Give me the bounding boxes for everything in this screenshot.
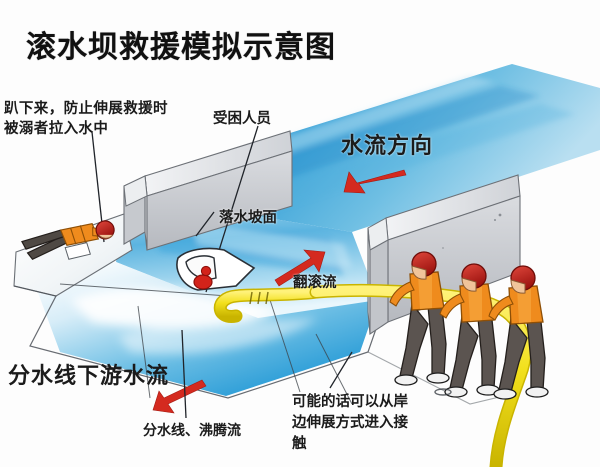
three-rescuers-icon [389,251,549,400]
annotation-roller-current: 翻滚流 [293,275,337,291]
annotation-left-note: 趴下来，防止伸展救援时被溺者拉入水中 [4,101,168,137]
rescuer-2 [439,263,500,398]
leader-boilline [181,329,187,419]
white-raft-with-victim-icon [176,247,256,291]
leader-slope [195,211,215,237]
annotation-right-note: 可能的话可以从岸边伸展方式进入接触 [292,394,408,453]
red-arrow-downleft-icon [152,379,207,414]
rescuer-1 [389,251,450,386]
prone-rescuer-icon [21,220,115,261]
rescuer-3 [488,265,549,400]
red-arrow-upright-icon [274,249,326,287]
annotation-boil-line: 分水线、沸腾流 [143,422,241,438]
debris-speck-icon [434,388,452,396]
page-title: 滚水坝救援模拟示意图 [26,31,336,64]
red-arrow-left-icon [343,169,407,194]
leader-rightnote [329,351,353,389]
annotation-trapped-person: 受困人员 [213,111,271,127]
left-dam-wall [123,130,293,251]
annotation-drop-slope: 落水坡面 [219,210,277,226]
annotation-downstream-flow: 分水线下游水流 [8,363,170,388]
perspective-guides [59,283,353,405]
flow-arrows-group [152,169,407,414]
victim-head [200,265,212,277]
dam-walls-group [123,130,521,336]
pool-outline [13,285,387,399]
victim-body [193,274,213,290]
annotation-flow-direction: 水流方向 [341,133,434,158]
